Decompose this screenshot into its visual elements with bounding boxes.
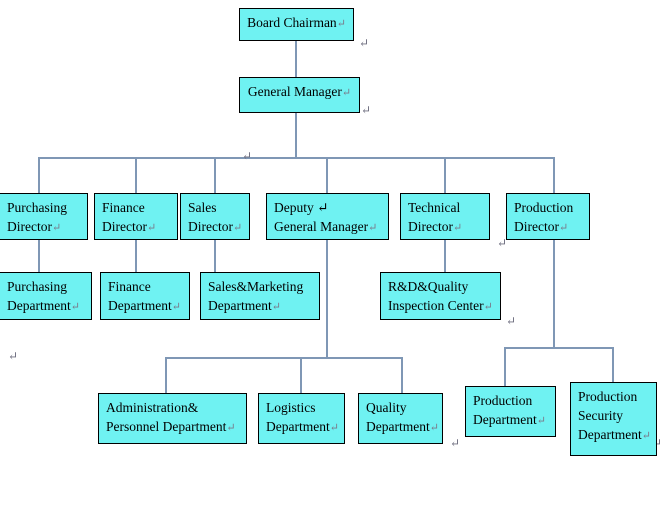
node-finance-department[interactable]: Finance Department↵	[100, 272, 190, 320]
connector-drop-quality	[401, 357, 403, 393]
node-technical-director[interactable]: Technical Director↵	[400, 193, 490, 240]
connector-deputy-gm-bus	[165, 357, 403, 359]
connector-chairman-to-gm	[295, 41, 297, 78]
connector-drop-deputy-gm	[326, 157, 328, 193]
connector-drop-administration-personnel	[165, 357, 167, 393]
node-return-mark: ↵	[226, 422, 236, 434]
node-sales-marketing-department[interactable]: Sales&Marketing Department↵	[200, 272, 320, 320]
connector-drop-production-department	[504, 347, 506, 386]
connector-drop-logistics	[300, 357, 302, 393]
node-purchasing-director[interactable]: Purchasing Director↵	[0, 193, 88, 240]
paragraph-mark-5: ↵	[506, 314, 517, 328]
node-return-mark: ↵	[641, 430, 651, 442]
node-sales-director[interactable]: Sales Director↵	[180, 193, 250, 240]
connector-sales-director-to-department	[214, 240, 216, 272]
node-deputy-general-manager[interactable]: Deputy ↵ General Manager↵	[266, 193, 389, 240]
node-finance-director[interactable]: Finance Director↵	[94, 193, 178, 240]
connector-drop-production-director	[553, 157, 555, 193]
node-return-mark: ↵	[429, 422, 439, 434]
connector-production-director-bus	[504, 347, 614, 349]
node-purchasing-department[interactable]: Purchasing Department↵	[0, 272, 92, 320]
node-board-chairman[interactable]: Board Chairman↵	[239, 8, 354, 41]
node-return-mark: ↵	[171, 301, 181, 313]
connector-drop-purchasing-director	[38, 157, 40, 193]
node-return-mark: ↵	[368, 222, 378, 234]
node-production-department[interactable]: Production Department↵	[465, 386, 556, 437]
node-administration-personnel-department[interactable]: Administration& Personnel Department↵	[98, 393, 247, 444]
paragraph-mark-6: ↵	[8, 349, 19, 363]
connector-drop-finance-director	[135, 157, 137, 193]
connector-purchasing-director-to-department	[38, 240, 40, 272]
node-return-mark: ↵	[329, 422, 339, 434]
connector-drop-sales-director	[214, 157, 216, 193]
node-production-director[interactable]: Production Director↵	[506, 193, 590, 240]
node-return-mark: ↵	[558, 222, 569, 234]
node-return-mark: ↵	[232, 222, 243, 234]
node-return-mark: ↵	[483, 301, 493, 313]
node-return-mark: ↵	[452, 222, 463, 234]
node-production-security-department[interactable]: Production Security Department↵	[570, 382, 657, 456]
connector-gm-down	[295, 113, 297, 158]
connector-production-director-down	[553, 240, 555, 348]
node-logistics-department[interactable]: Logistics Department↵	[258, 393, 345, 444]
connector-deputy-gm-down	[326, 240, 328, 358]
connector-finance-director-to-department	[135, 240, 137, 272]
node-return-mark: ↵	[336, 18, 346, 30]
node-return-mark: ↵	[341, 87, 352, 99]
connector-drop-production-security	[612, 347, 614, 382]
node-return-mark: ↵	[146, 222, 157, 234]
paragraph-mark-2: ↵	[361, 103, 372, 117]
node-quality-department[interactable]: Quality Department↵	[358, 393, 443, 444]
paragraph-mark-4: ↵	[497, 236, 508, 250]
node-return-mark: ↵	[51, 222, 62, 234]
node-rd-quality-inspection-center[interactable]: R&D&Quality Inspection Center↵	[380, 272, 501, 320]
paragraph-mark-7: ↵	[450, 436, 461, 450]
paragraph-mark-1: ↵	[359, 36, 370, 50]
node-return-mark: ↵	[271, 301, 281, 313]
node-return-mark: ↵	[70, 301, 80, 313]
connector-technical-director-to-center	[444, 240, 446, 272]
paragraph-mark-3: ↵	[242, 149, 253, 163]
connector-drop-technical-director	[444, 157, 446, 193]
connector-director-bus	[38, 157, 554, 159]
node-general-manager[interactable]: General Manager↵	[239, 77, 360, 113]
node-return-mark: ↵	[536, 415, 546, 427]
